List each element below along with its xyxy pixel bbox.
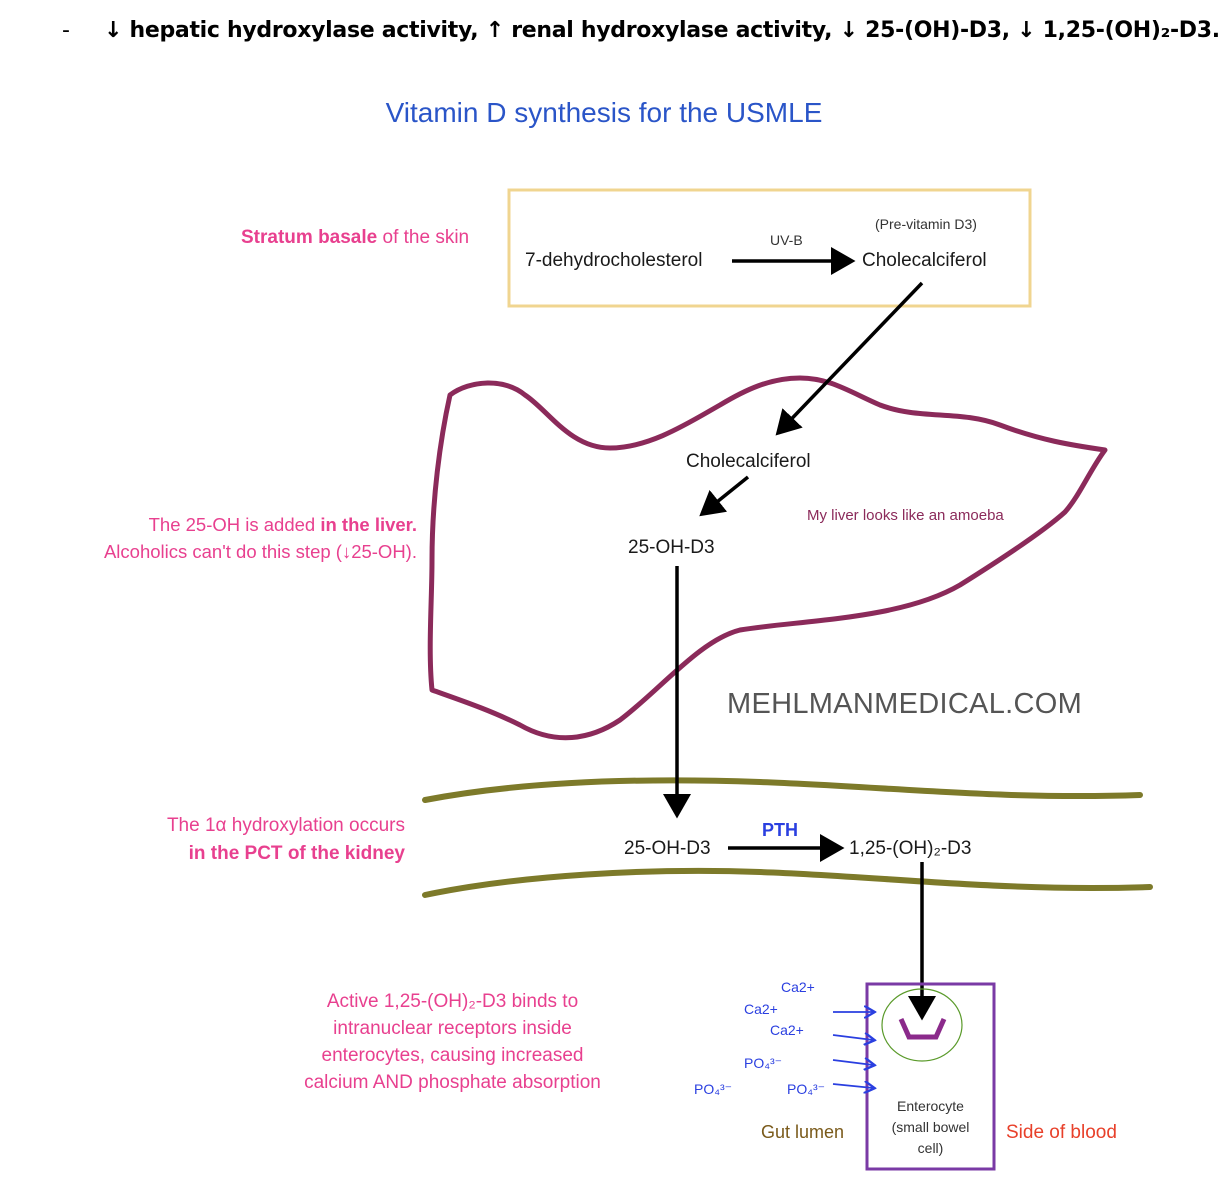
ion-calcium: Ca2+ — [781, 979, 815, 995]
ion-arrow-4 — [832, 1084, 873, 1088]
skin-box — [507, 188, 1032, 308]
kidney-desc-line1: The 1α hydroxylation occurs — [166, 815, 405, 836]
liver-hydroxylation-arrow — [699, 475, 750, 517]
liver-desc-line2: Alcoholics can't do this step (↓25-OH). — [103, 541, 417, 562]
liver-outline — [427, 375, 1108, 741]
gut-desc-line: intranuclear receptors inside — [333, 1018, 572, 1039]
ion-arrow-3 — [832, 1060, 873, 1065]
pth-label: PTH — [762, 820, 798, 840]
kidney-desc-line2: in the PCT of the kidney — [188, 843, 405, 864]
ion-calcium: Ca2+ — [744, 1001, 778, 1017]
kidney-top-line — [422, 777, 1143, 803]
liver-desc-bold: in the liver. — [320, 514, 417, 535]
ion-arrow-2 — [832, 1035, 873, 1040]
ion-phosphate: PO₄³⁻ — [744, 1055, 782, 1071]
enterocyte-label-line: (small bowel — [891, 1119, 970, 1135]
gut-desc-line: enterocytes, causing increased — [321, 1045, 584, 1066]
amoeba-note: My liver looks like an amoeba — [807, 507, 1004, 524]
ion-phosphate: PO₄³⁻ — [694, 1081, 732, 1097]
25-oh-d3-kidney-label: 25-OH-D3 — [624, 838, 711, 859]
ion-calcium: Ca2+ — [770, 1022, 804, 1038]
skin-label: Stratum basale of the skin — [241, 227, 469, 249]
header-text: ↓ hepatic hydroxylase activity, ↑ renal … — [104, 18, 1220, 43]
blood-side-label: Side of blood — [1006, 1122, 1117, 1143]
previtamin-note: (Pre-vitamin D3) — [875, 216, 977, 232]
skin-label-bold: Stratum basale — [241, 227, 378, 248]
enterocyte-box — [865, 982, 996, 1171]
nucleus — [881, 988, 963, 1062]
gut-desc-line: calcium AND phosphate absorption — [304, 1072, 601, 1093]
gut-desc-line: Active 1,25-(OH)₂-D3 binds to — [326, 991, 579, 1012]
kidney-description: The 1α hydroxylation occurs in the PCT o… — [62, 812, 405, 868]
precursor-label: 7-dehydrocholesterol — [525, 250, 703, 271]
liver-desc-plain: The 25-OH is added — [148, 514, 321, 535]
calcitriol-label: 1,25-(OH)₂-D3 — [849, 838, 972, 859]
kidney-bottom-line — [422, 867, 1153, 898]
header-line: - ↓ hepatic hydroxylase activity, ↑ renal… — [62, 18, 1220, 43]
enterocyte-label-line: cell) — [917, 1140, 944, 1156]
header-bullet: - — [62, 18, 70, 43]
skin-label-rest: of the skin — [377, 227, 470, 248]
diagram-title: Vitamin D synthesis for the USMLE — [385, 97, 823, 128]
cholecalciferol-skin-label: Cholecalciferol — [862, 250, 987, 271]
25-oh-d3-liver-label: 25-OH-D3 — [628, 537, 715, 558]
ion-phosphate: PO₄³⁻ — [787, 1081, 825, 1097]
skin-to-liver-arrow — [775, 281, 924, 436]
receptor-icon — [898, 1017, 947, 1040]
gut-lumen-label: Gut lumen — [761, 1122, 845, 1142]
uvb-label: UV-B — [770, 232, 803, 248]
enterocyte-label-line: Enterocyte — [897, 1098, 964, 1114]
liver-description: The 25-OH is added in the liver. Alcohol… — [62, 511, 417, 565]
gut-description: Active 1,25-(OH)₂-D3 binds to intranucle… — [280, 988, 625, 1096]
cholecalciferol-liver-label: Cholecalciferol — [686, 451, 811, 472]
enterocyte-label: Enterocyte (small bowel cell) — [870, 1096, 991, 1159]
watermark: MEHLMANMEDICAL.COM — [727, 688, 1083, 720]
